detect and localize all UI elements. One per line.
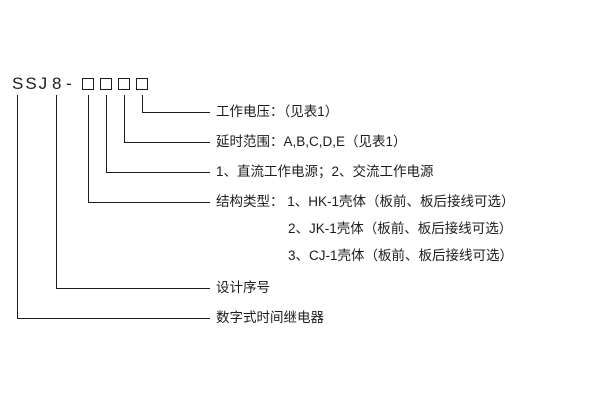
label-structure-type-1: 结构类型： 1、HK-1壳体（板前、板后接线可选） <box>216 194 515 209</box>
connector-line-box-1 <box>88 95 89 203</box>
connector-line-design-number <box>56 95 57 289</box>
connector-line-product-name <box>17 318 210 319</box>
connector-line-box-4 <box>142 95 143 113</box>
connector-line-working-voltage <box>142 112 210 113</box>
label-product-name: 数字式时间继电器 <box>216 310 324 325</box>
model-code-box-1 <box>82 78 94 90</box>
connector-line-design-serial <box>56 288 210 289</box>
model-design-number: 8 <box>52 74 64 93</box>
connector-line-delay-range <box>124 142 210 143</box>
model-separator: - <box>66 74 74 93</box>
connector-line-prefix <box>17 95 18 319</box>
model-code-box-3 <box>118 78 130 90</box>
connector-line-box-2 <box>106 95 107 173</box>
label-delay-range: 延时范围：A,B,C,D,E（见表1） <box>216 134 407 149</box>
label-design-serial: 设计序号 <box>216 280 270 295</box>
connector-line-structure-type <box>88 202 210 203</box>
connector-line-power-type <box>106 172 210 173</box>
label-structure-type-2: 2、JK-1壳体（板前、板后接线可选） <box>288 221 513 236</box>
label-structure-type-3: 3、CJ-1壳体（板前、板后接线可选） <box>288 248 514 263</box>
label-working-voltage: 工作电压：（见表1） <box>216 104 339 119</box>
model-prefix: SSJ <box>12 74 50 93</box>
label-power-type: 1、直流工作电源；2、交流工作电源 <box>216 164 434 179</box>
connector-line-box-3 <box>124 95 125 143</box>
model-code-box-2 <box>100 78 112 90</box>
model-code-box-4 <box>136 78 148 90</box>
